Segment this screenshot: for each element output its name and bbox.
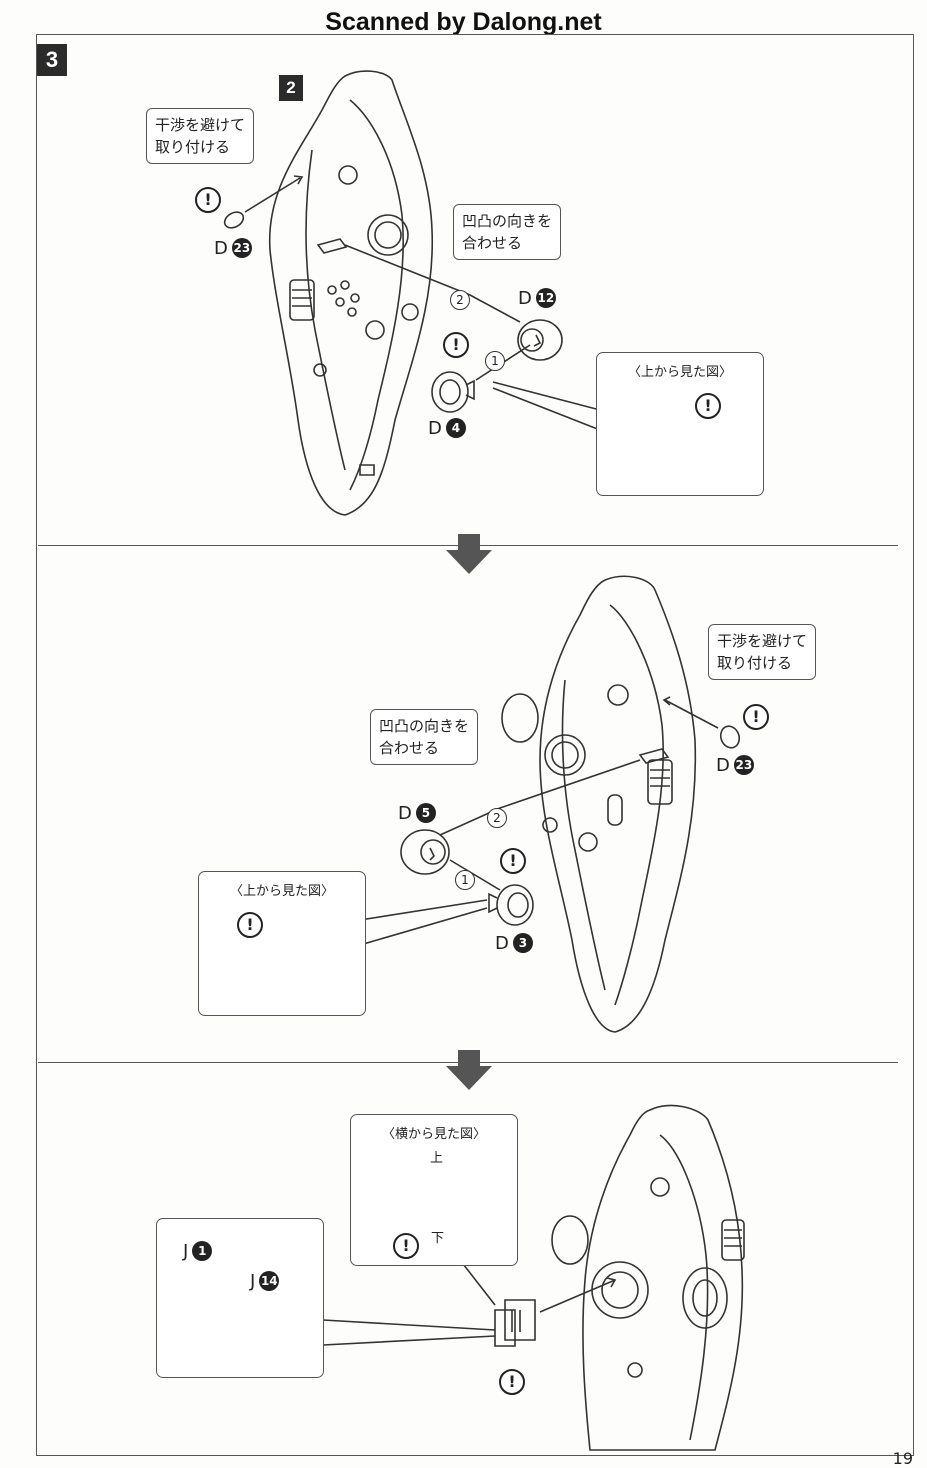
inset-title: 〈横から見た図〉: [381, 1127, 486, 1142]
caution-icon: !: [237, 912, 263, 938]
page-number: 19: [892, 1449, 913, 1468]
caution-icon: !: [743, 704, 769, 730]
caution-icon: !: [195, 187, 221, 213]
inset-top-view-1: 〈上から見た図〉 !: [596, 352, 764, 496]
note-avoid-interference: 干渉を避けて 取り付ける: [708, 624, 817, 680]
scanner-watermark: Scanned by Dalong.net: [325, 8, 602, 36]
note-align-bumps: 凹凸の向きを 合わせる: [370, 709, 479, 765]
inset-top-view-2: 〈上から見た図〉 !: [198, 871, 366, 1016]
body-shell-panel2: [539, 575, 697, 1033]
down-label: 下: [431, 1231, 445, 1246]
order-mark-2: 2: [487, 808, 507, 828]
caution-icon: !: [499, 1369, 525, 1395]
down-arrow-icon: [446, 534, 492, 574]
step-number-badge: 3: [37, 44, 67, 76]
down-arrow-icon: [446, 1050, 492, 1090]
order-mark-1: 1: [485, 351, 505, 371]
caution-icon: !: [443, 332, 469, 358]
caution-icon: !: [500, 848, 526, 874]
order-mark-2: 2: [450, 290, 470, 310]
caution-icon: !: [695, 393, 721, 419]
sub-step-badge: 2: [279, 75, 303, 101]
note-avoid-interference: 干渉を避けて 取り付ける: [146, 108, 255, 164]
body-shell-panel1: [268, 70, 434, 516]
page-frame: [36, 34, 914, 1456]
inset-side-view: 〈横から見た図〉 上 下 !: [350, 1114, 518, 1266]
order-mark-1: 1: [455, 870, 475, 890]
caution-icon: !: [393, 1233, 419, 1259]
up-label: 上: [430, 1151, 444, 1166]
note-align-bumps: 凹凸の向きを 合わせる: [453, 204, 562, 260]
inset-title: 〈上から見た図〉: [627, 365, 732, 380]
inset-title: 〈上から見た図〉: [229, 884, 334, 899]
body-shell-panel3: [582, 1104, 744, 1451]
